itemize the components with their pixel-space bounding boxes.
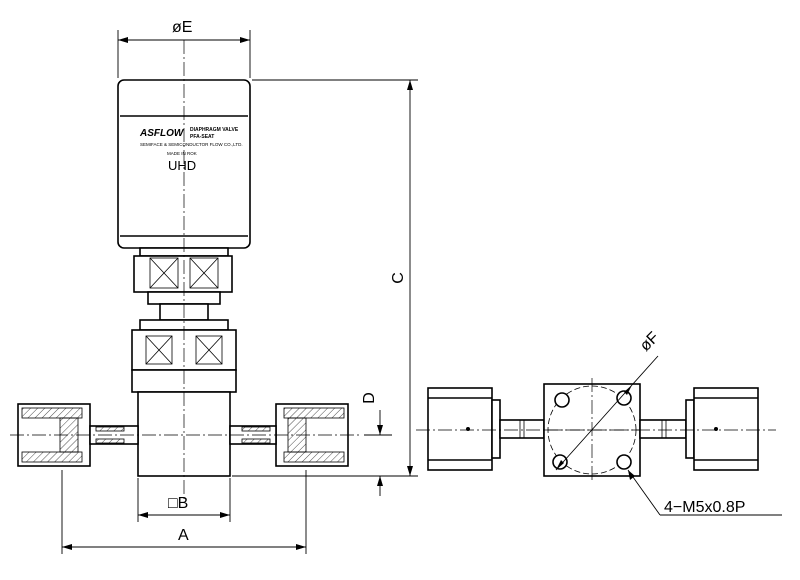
dimension-d-label: D	[361, 392, 378, 404]
dimension-d: D	[361, 392, 392, 496]
dimension-e-label: øE	[172, 19, 192, 36]
dimension-b-label: □B	[168, 495, 188, 512]
top-view: øF 4−M5x0.8P	[416, 329, 782, 516]
origin-label: MADE IN ROK	[167, 151, 197, 156]
nameplate: ASFLOW DIAPHRAGM VALVE PFA-SEAT SEMIFACE…	[139, 127, 243, 173]
brand-logo: ASFLOW	[139, 128, 185, 139]
product-line-2: PFA-SEAT	[190, 134, 214, 140]
upper-hex-nut	[133, 247, 233, 321]
dimension-a: A	[61, 470, 307, 554]
model-label: UHD	[168, 158, 196, 173]
dimension-c-label: C	[390, 272, 407, 284]
dimension-a-label: A	[178, 527, 189, 544]
dimension-f-label: øF	[637, 329, 663, 355]
front-view: ASFLOW DIAPHRAGM VALVE PFA-SEAT SEMIFACE…	[10, 40, 362, 500]
thread-callout: 4−M5x0.8P	[627, 469, 782, 516]
dimension-b: □B	[137, 478, 231, 522]
product-line-1: DIAPHRAGM VALVE	[190, 127, 239, 133]
dimension-c: C	[232, 79, 418, 477]
top-right-nut	[639, 387, 759, 471]
dimension-e: øE	[117, 19, 251, 78]
company-name: SEMIFACE & SEMICONDUCTOR FLOW CO.,LTD.	[140, 142, 243, 147]
top-left-nut	[427, 387, 545, 471]
thread-callout-label: 4−M5x0.8P	[664, 499, 745, 516]
top-body-square	[543, 355, 659, 482]
